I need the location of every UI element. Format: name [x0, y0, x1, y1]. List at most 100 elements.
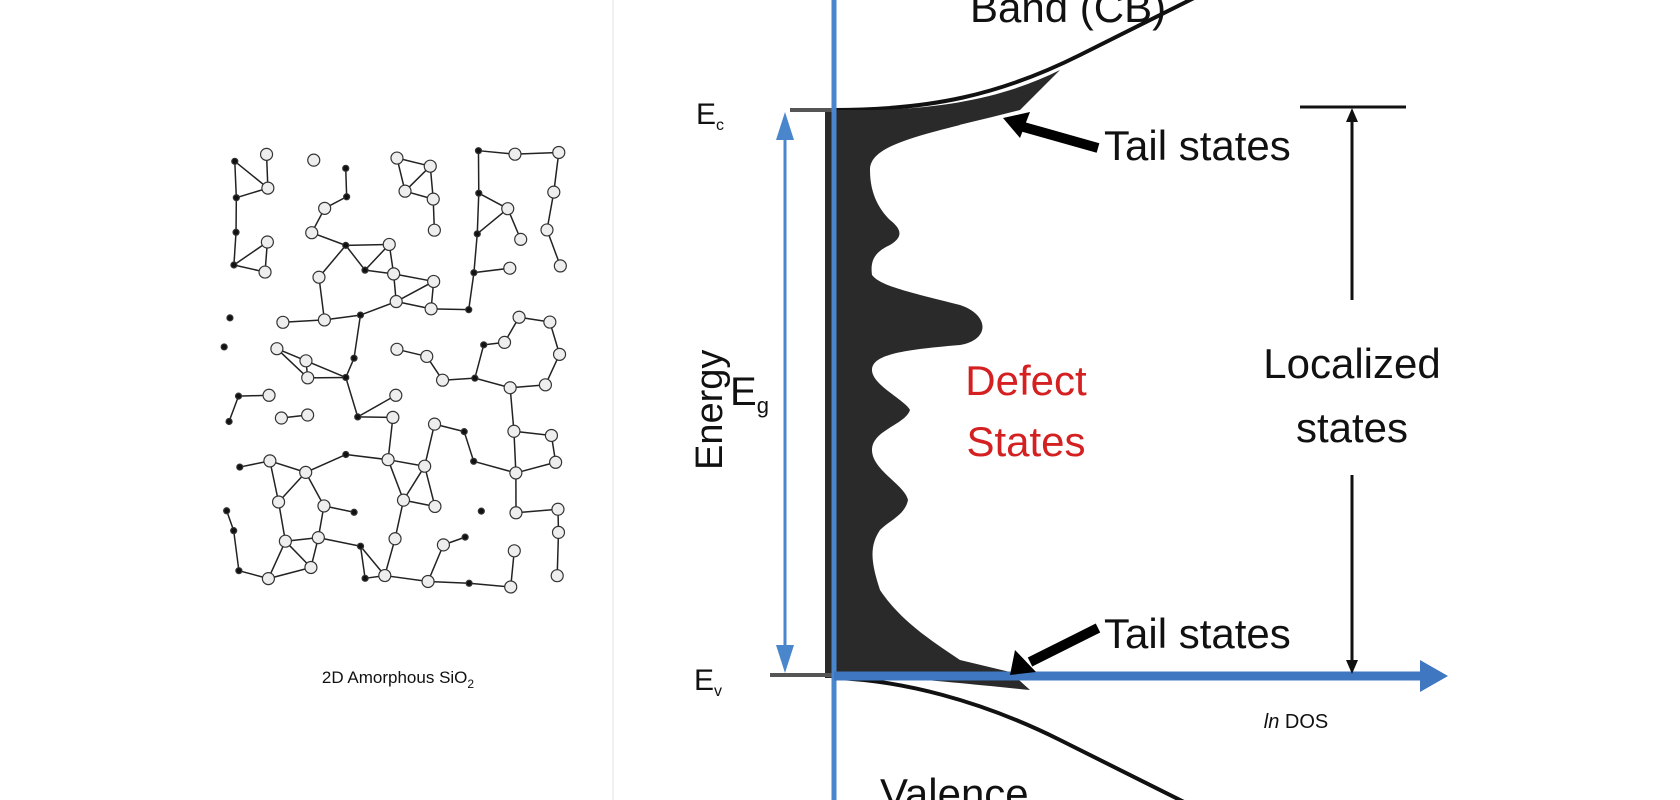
bond	[318, 536, 361, 547]
bond	[234, 160, 269, 189]
tail-states-top-arrow	[1018, 121, 1100, 153]
silicon-atom	[350, 354, 358, 362]
oxygen-atom	[389, 294, 403, 309]
bond	[344, 168, 348, 197]
silicon-atom	[342, 373, 350, 382]
silicon-atom	[474, 147, 483, 155]
oxygen-atom	[508, 147, 522, 161]
bond	[463, 431, 475, 462]
oxygen-atom	[547, 185, 561, 199]
silicon-atom	[235, 567, 243, 575]
oxygen-atom	[278, 534, 293, 548]
amorphous-sio2-network	[220, 145, 567, 594]
defect-states-fill	[825, 110, 1030, 690]
oxygen-atom	[317, 313, 331, 327]
bond	[233, 232, 237, 266]
silicon-atom	[226, 314, 234, 322]
bond	[384, 574, 429, 583]
bond	[357, 394, 397, 418]
bond	[423, 466, 436, 507]
bond	[556, 532, 560, 576]
oxygen-atom	[509, 506, 523, 520]
oxygen-atom	[497, 335, 512, 349]
defect-states-label-line1: Defect	[965, 357, 1087, 404]
silicon-atom	[342, 450, 350, 459]
bond	[282, 319, 325, 324]
bond	[402, 465, 426, 501]
bond	[228, 395, 240, 422]
bond	[427, 544, 445, 582]
oxygen-atom	[299, 465, 313, 479]
oxygen-atom	[427, 417, 442, 431]
bond	[387, 459, 405, 501]
oxygen-atom	[258, 265, 272, 279]
oxygen-atom	[424, 302, 438, 316]
silicon-atom	[230, 261, 238, 269]
oxygen-atom	[426, 192, 440, 206]
oxygen-atom	[259, 147, 274, 161]
oxygen-atom	[387, 267, 401, 281]
oxygen-atom	[538, 378, 553, 392]
bond	[276, 348, 309, 379]
bond	[553, 152, 560, 193]
oxygen-atom	[503, 261, 517, 275]
oxygen-atom	[421, 574, 435, 589]
bond	[514, 151, 559, 155]
oxygen-atom	[378, 568, 392, 583]
oxygen-atom	[427, 223, 441, 237]
oxygen-atom	[501, 202, 515, 216]
oxygen-atom	[550, 569, 564, 583]
silicon-atom	[356, 311, 365, 319]
oxygen-atom	[389, 388, 403, 402]
silicon-atom	[232, 228, 240, 236]
bond	[509, 387, 515, 432]
eg-label: Eg	[730, 370, 769, 418]
ev-label: Ev	[694, 664, 722, 700]
localized-states-line2: states	[1296, 404, 1408, 451]
valence-band-curve	[833, 676, 1185, 800]
oxygen-atom	[509, 466, 523, 480]
oxygen-atom	[382, 237, 396, 252]
oxygen-atom	[301, 408, 315, 422]
tail-states-bottom-arrow	[1027, 623, 1101, 667]
bond	[267, 540, 287, 579]
bond	[393, 273, 434, 283]
dos-axis-label: ln DOS	[1264, 711, 1328, 733]
oxygen-atom	[390, 151, 404, 165]
silicon-atom	[230, 527, 238, 535]
silicon-atom	[473, 230, 481, 238]
oxygen-atom	[260, 235, 274, 249]
oxygen-atom	[276, 315, 290, 329]
bond	[269, 460, 280, 503]
oxygen-atom	[304, 560, 318, 575]
oxygen-atom	[305, 226, 319, 240]
oxygen-atom	[551, 525, 566, 539]
silicon-atom	[470, 269, 478, 277]
silicon-atom	[475, 189, 483, 197]
oxygen-atom	[503, 381, 517, 395]
oxygen-atom	[418, 459, 432, 473]
oxygen-atom	[270, 342, 284, 356]
silicon-atom	[361, 574, 369, 582]
bond	[515, 508, 559, 514]
bond	[473, 233, 479, 273]
oxygen-atom	[262, 388, 276, 402]
oxygen-atom	[428, 499, 442, 514]
bond	[268, 566, 312, 580]
bond	[473, 460, 517, 474]
silicon-atom	[477, 507, 485, 515]
bond	[233, 241, 268, 266]
silicon-atom	[220, 343, 228, 351]
sio2-caption: 2D Amorphous SiO2	[322, 668, 475, 691]
oxygen-atom	[261, 572, 276, 586]
oxygen-atom	[514, 232, 528, 246]
oxygen-atom	[261, 181, 275, 195]
silicon-atom	[470, 457, 478, 465]
silicon-atom	[342, 241, 350, 249]
oxygen-atom	[549, 455, 563, 469]
silicon-atom	[471, 374, 479, 382]
silicon-atom	[465, 306, 473, 314]
oxygen-atom	[301, 371, 315, 385]
bond	[423, 423, 436, 467]
silicon-atom	[223, 507, 231, 515]
